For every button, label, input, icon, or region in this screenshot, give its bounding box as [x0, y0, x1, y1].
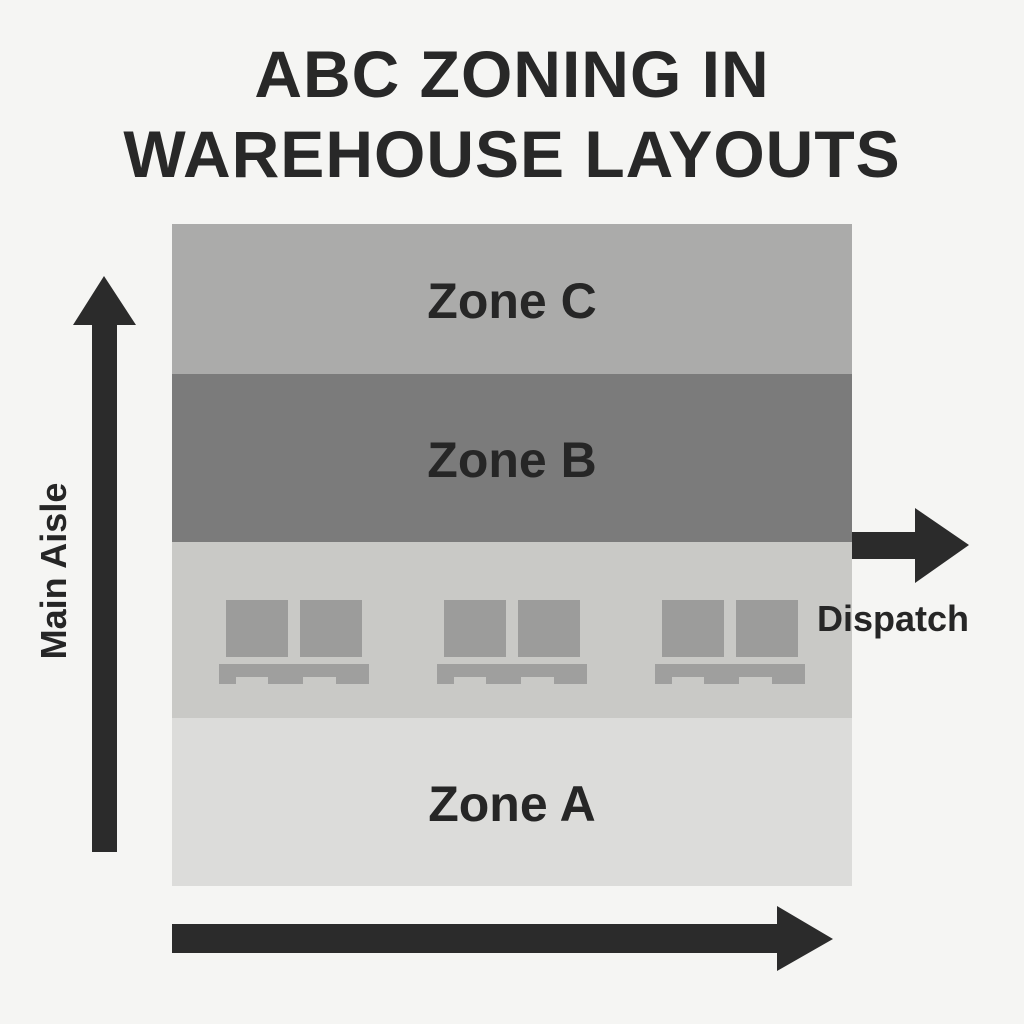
main-aisle-arrow-icon	[73, 276, 136, 852]
bottom-flow-arrow-icon	[172, 906, 833, 971]
dispatch-label: Dispatch	[817, 598, 970, 639]
box-icon	[444, 600, 506, 657]
title-line-1: ABC ZONING IN	[254, 37, 770, 111]
box-icon	[518, 600, 580, 657]
diagram-title: ABC ZONING IN WAREHOUSE LAYOUTS	[0, 34, 1024, 194]
zone-a: Zone A	[172, 718, 852, 886]
box-icon	[300, 600, 362, 657]
title-line-2: WAREHOUSE LAYOUTS	[123, 117, 901, 191]
zone-a-label: Zone A	[428, 776, 596, 832]
box-icon	[226, 600, 288, 657]
box-icon	[736, 600, 798, 657]
dispatch-arrow-icon	[852, 508, 969, 583]
zone-c: Zone C	[172, 224, 852, 374]
zone-b-label: Zone B	[427, 432, 597, 488]
box-icon	[662, 600, 724, 657]
zone-b: Zone B	[172, 374, 852, 542]
main-aisle-label: Main Aisle	[33, 482, 74, 660]
zone-c-label: Zone C	[427, 273, 597, 329]
